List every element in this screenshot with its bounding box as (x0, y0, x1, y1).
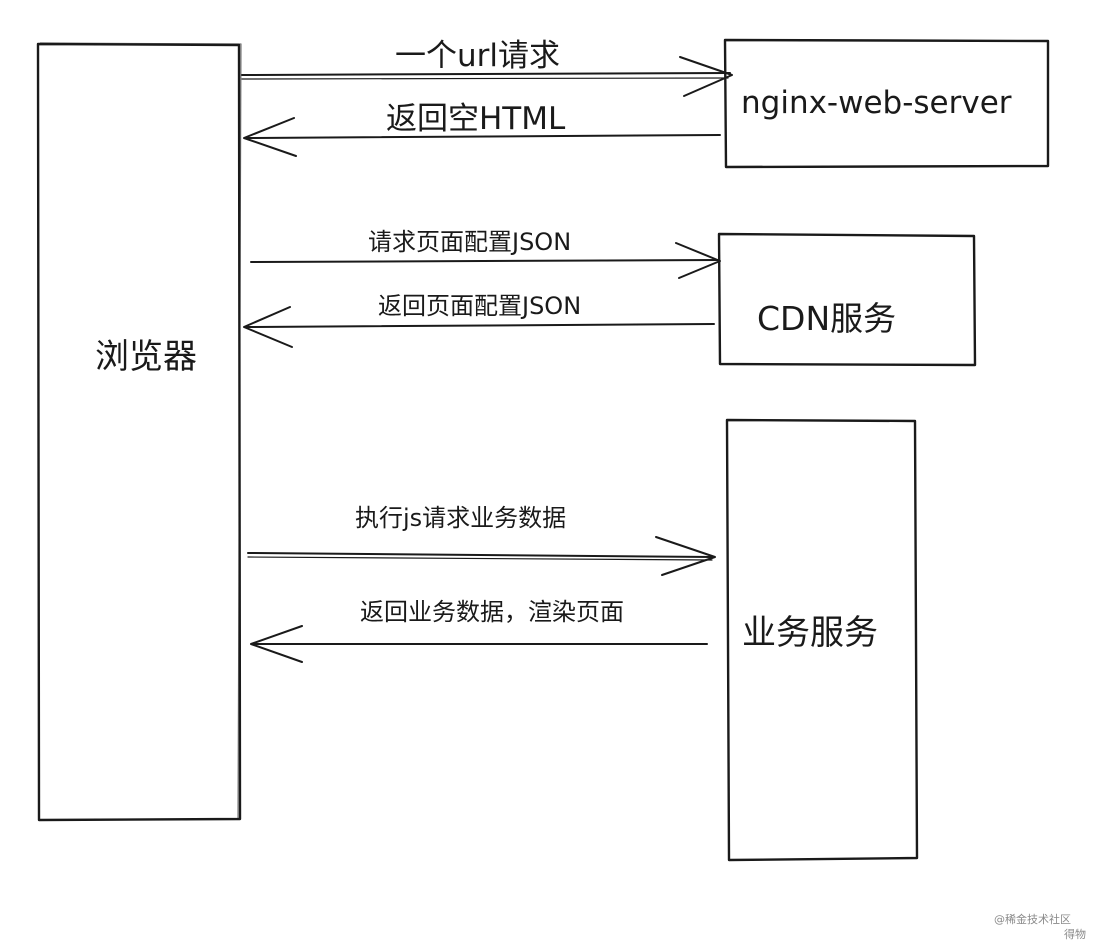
nginx-box (723, 38, 1050, 169)
exec-js-label: 执行js请求业务数据 (355, 504, 566, 532)
cdn-box (717, 232, 977, 367)
return-data-label: 返回业务数据，渲染页面 (360, 598, 624, 626)
arrow-return-config (243, 306, 715, 348)
return-html-label: 返回空HTML (386, 101, 566, 137)
arrow-return-html (243, 117, 721, 157)
business-box (725, 418, 919, 862)
request-config-label: 请求页面配置JSON (368, 228, 571, 256)
url-request-label: 一个url请求 (395, 38, 560, 74)
business-label: 业务服务 (742, 613, 878, 653)
nginx-label: nginx-web-server (741, 85, 1012, 121)
arrow-return-data (250, 625, 708, 663)
watermark-sub: 得物 (1064, 928, 1086, 941)
arrow-url-request (241, 56, 733, 97)
watermark-site: @稀金技术社区 (994, 913, 1071, 926)
arrow-exec-js (247, 536, 716, 576)
cdn-label: CDN服务 (757, 299, 896, 338)
arrow-request-config (250, 242, 721, 279)
browser-box (36, 42, 242, 822)
browser-label: 浏览器 (95, 337, 197, 377)
return-config-label: 返回页面配置JSON (378, 292, 581, 320)
